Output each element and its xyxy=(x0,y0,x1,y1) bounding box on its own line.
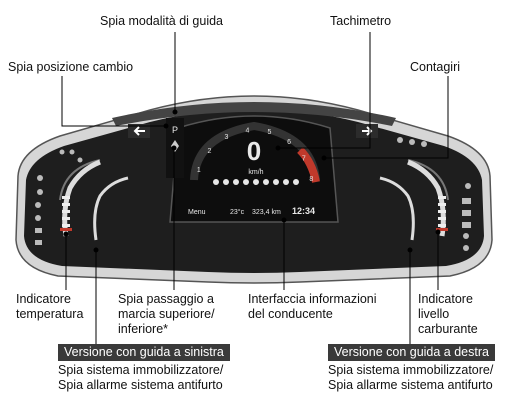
temperature-label: Indicatore temperatura xyxy=(16,292,84,321)
tach-tick-label: 2 xyxy=(208,148,212,155)
tach-tick-label: 8 xyxy=(309,176,313,183)
outside-temp: 23°c xyxy=(230,208,245,216)
left-alarm-text: Spia allarme sistema antifurto xyxy=(58,378,223,392)
left-immobilizer-text: Spia sistema immobilizzatore/ xyxy=(58,363,224,377)
speedometer-label: Tachimetro xyxy=(330,14,392,28)
speed-unit: km/h xyxy=(248,169,263,176)
driver-info-label: Interfaccia informazioni del conducente xyxy=(248,292,377,321)
gear-indicator: P xyxy=(172,125,178,135)
drive-mode-label: Spia modalità di guida xyxy=(100,14,223,28)
clock: 12:34 xyxy=(292,206,315,216)
odometer: 323,4 km xyxy=(252,209,281,216)
right-immobilizer-text: Spia sistema immobilizzatore/ xyxy=(328,363,494,377)
temperature-gauge xyxy=(59,159,129,241)
shift-indicator-label: Spia passaggio a marcia superiore/ infer… xyxy=(118,292,215,336)
right-drive-version-band: Versione con guida a destra xyxy=(328,344,495,361)
tach-tick-label: 4 xyxy=(246,127,250,134)
fuel-label: Indicatore livello carburante xyxy=(418,292,478,336)
tach-tick-label: 7 xyxy=(302,155,306,162)
speed-readout: 0 xyxy=(247,136,261,166)
gear-position-label: Spia posizione cambio xyxy=(8,60,134,74)
fuel-gauge xyxy=(379,159,449,241)
tach-tick-label: 3 xyxy=(225,134,229,141)
tachometer-label: Contagiri xyxy=(410,60,461,74)
left-warning-lamps xyxy=(35,149,83,245)
left-drive-version-band: Versione con guida a sinistra xyxy=(58,344,230,361)
right-warning-lamps xyxy=(397,137,471,251)
tach-tick-label: 5 xyxy=(267,129,271,136)
menu-label: Menu xyxy=(188,209,206,216)
tach-tick-label: 6 xyxy=(287,139,291,146)
center-display: P 0 km/h Menu 23°c 323,4 km 12:34 xyxy=(166,115,339,223)
tach-tick-label: 1 xyxy=(197,167,201,174)
right-alarm-text: Spia allarme sistema antifurto xyxy=(328,378,493,392)
